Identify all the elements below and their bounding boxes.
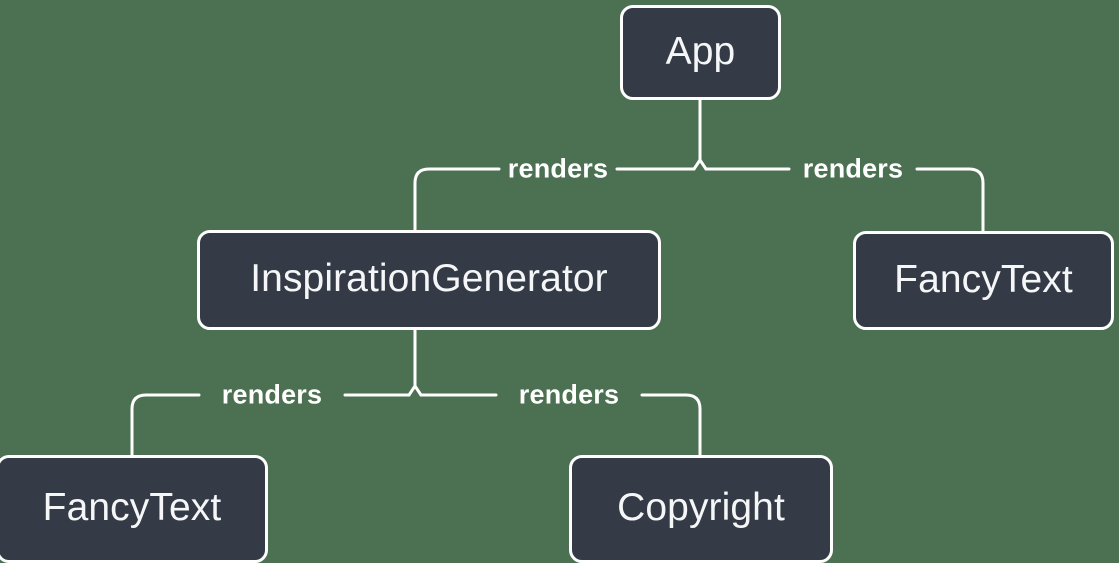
node-app[interactable]: App [620,5,781,100]
edge-label-app-to-fancytext: renders [802,153,904,184]
edge-label-inspiration-generator-to-fancytext: renders [221,379,323,410]
edge-app-stem [692,97,702,171]
node-fancytext-right[interactable]: FancyText [853,231,1114,330]
edge-inspiration-to-fancytext-b [130,393,201,457]
node-inspiration-generator[interactable]: InspirationGenerator [197,230,661,330]
node-copyright-label: Copyright [617,486,785,529]
edge-inspiration-to-copyright-b [640,393,702,457]
node-copyright[interactable]: Copyright [569,455,833,563]
edge-app-to-inspiration-b [413,167,501,232]
node-fancytext-right-label: FancyText [894,257,1073,301]
edge-inspiration-stem-right [413,384,423,397]
node-fancytext-left[interactable]: FancyText [0,455,268,563]
edge-inspiration-stem [407,328,417,397]
edge-app-to-fancytext-b [915,167,985,233]
node-fancytext-left-label: FancyText [42,486,222,529]
edge-app-stem-right [698,158,708,171]
edge-label-app-to-inspiration-generator: renders [507,153,609,184]
node-inspiration-generator-label: InspirationGenerator [250,257,608,300]
edge-label-inspiration-generator-to-copyright: renders [518,379,620,410]
node-app-label: App [665,29,736,73]
